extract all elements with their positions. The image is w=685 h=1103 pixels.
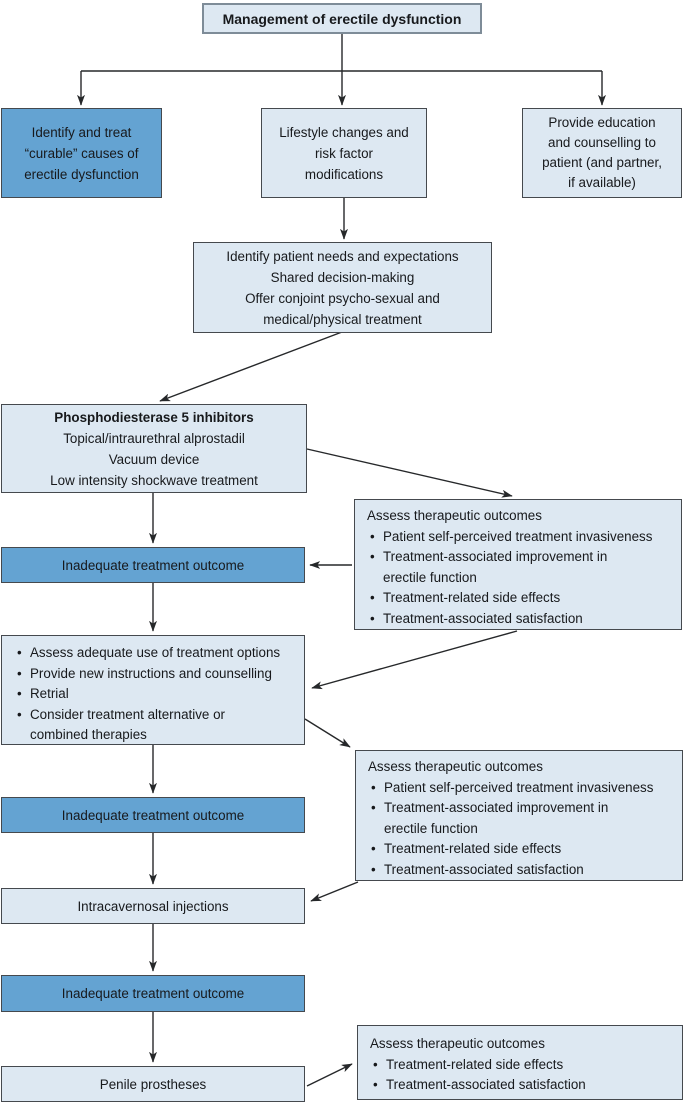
bullet-item: Treatment-associated satisfaction <box>368 860 678 881</box>
node-lifestyle-changes: Lifestyle changes and risk factor modifi… <box>261 108 427 198</box>
title-label: Management of erectile dysfunction <box>222 10 462 27</box>
bullet-item: Treatment-associated satisfaction <box>370 1075 678 1096</box>
bullet-item: Patient self-perceived treatment invasiv… <box>368 778 678 799</box>
bullet-item: Treatment-related side effects <box>367 588 677 609</box>
node-label: Inadequate treatment outcome <box>61 557 245 573</box>
arrow-pde5-to-assess1 <box>306 448 513 498</box>
bullet-item: Treatment-related side effects <box>368 839 678 860</box>
bullet-item: Consider treatment alternative or <box>14 705 300 726</box>
node-label: Penile prostheses <box>99 1076 207 1092</box>
bullet-item-continuation: erectile function <box>383 569 477 585</box>
node-assess-outcomes-1: Assess therapeutic outcomes Patient self… <box>354 499 682 630</box>
node-assess-outcomes-2: Assess therapeutic outcomes Patient self… <box>355 750 683 881</box>
node-assess-outcomes-3: Assess therapeutic outcomes Treatment-re… <box>357 1025 683 1100</box>
bullet-item: Treatment-associated satisfaction <box>367 609 677 630</box>
node-intracavernosal-injections: Intracavernosal injections <box>1 888 305 924</box>
bullet-item-continuation: combined therapies <box>30 727 147 742</box>
text-line: Low intensity shockwave treatment <box>50 472 258 488</box>
node-education-counselling: Provide education and counselling to pat… <box>522 108 682 198</box>
text-line: Offer conjoint psycho-sexual and <box>245 290 440 306</box>
node-label: Inadequate treatment outcome <box>61 807 245 823</box>
text-line: patient (and partner, <box>542 155 662 170</box>
node-inadequate-outcome-2: Inadequate treatment outcome <box>1 797 305 833</box>
text-line: medical/physical treatment <box>263 311 422 327</box>
node-label: Inadequate treatment outcome <box>61 986 245 1001</box>
text-line: Lifestyle changes and <box>279 124 409 140</box>
node-first-line-treatments: Phosphodiesterase 5 inhibitors Topical/i… <box>1 404 307 493</box>
node-curable-causes: Identify and treat “curable” causes of e… <box>1 108 162 198</box>
bullet-item: Assess adequate use of treatment options <box>14 643 300 664</box>
bullet-item: Patient self-perceived treatment invasiv… <box>367 527 677 548</box>
text-line: Vacuum device <box>108 451 200 467</box>
text-line: erectile dysfunction <box>24 166 139 182</box>
bullet-item: Provide new instructions and counselling <box>14 664 300 685</box>
text-line: risk factor <box>314 145 374 161</box>
bullet-item: Treatment-associated improvement in <box>367 547 677 568</box>
node-heading: Assess therapeutic outcomes <box>370 1036 545 1051</box>
text-line: Identify patient needs and expectations <box>226 248 459 264</box>
arrow-penile-to-assess3 <box>306 1063 353 1087</box>
text-line: “curable” causes of <box>24 145 139 161</box>
bullet-item: Treatment-related side effects <box>370 1055 678 1076</box>
text-line: if available) <box>568 175 636 190</box>
text-line: modifications <box>304 166 384 182</box>
arrow-assess1-to-adequate-use <box>311 630 518 690</box>
node-inadequate-outcome-3: Inadequate treatment outcome <box>1 975 305 1012</box>
text-line: and counselling to <box>548 135 656 150</box>
node-inadequate-outcome-1: Inadequate treatment outcome <box>1 547 305 583</box>
bullet-item: Retrial <box>14 684 300 705</box>
node-penile-prostheses: Penile prostheses <box>1 1066 305 1102</box>
arrow-needs-to-pde5 <box>159 331 343 402</box>
node-heading: Assess therapeutic outcomes <box>367 508 542 523</box>
text-line: Identify and treat <box>31 124 132 140</box>
bullet-item: Treatment-associated improvement in <box>368 798 678 819</box>
node-label: Intracavernosal injections <box>77 898 229 914</box>
node-heading: Assess therapeutic outcomes <box>368 759 543 774</box>
node-heading: Phosphodiesterase 5 inhibitors <box>54 409 254 425</box>
node-management-title: Management of erectile dysfunction <box>202 3 482 34</box>
text-line: Topical/intraurethral alprostadil <box>63 430 245 446</box>
arrow-assess2-to-intracavernosal <box>310 881 359 902</box>
text-line: Provide education <box>548 115 656 130</box>
text-line: Shared decision-making <box>270 269 415 285</box>
bullet-item-continuation: erectile function <box>384 820 478 836</box>
arrow-adequate-use-to-assess2 <box>304 718 351 748</box>
node-patient-needs: Identify patient needs and expectations … <box>193 242 492 333</box>
node-reassess-treatment-use: Assess adequate use of treatment options… <box>1 635 305 745</box>
